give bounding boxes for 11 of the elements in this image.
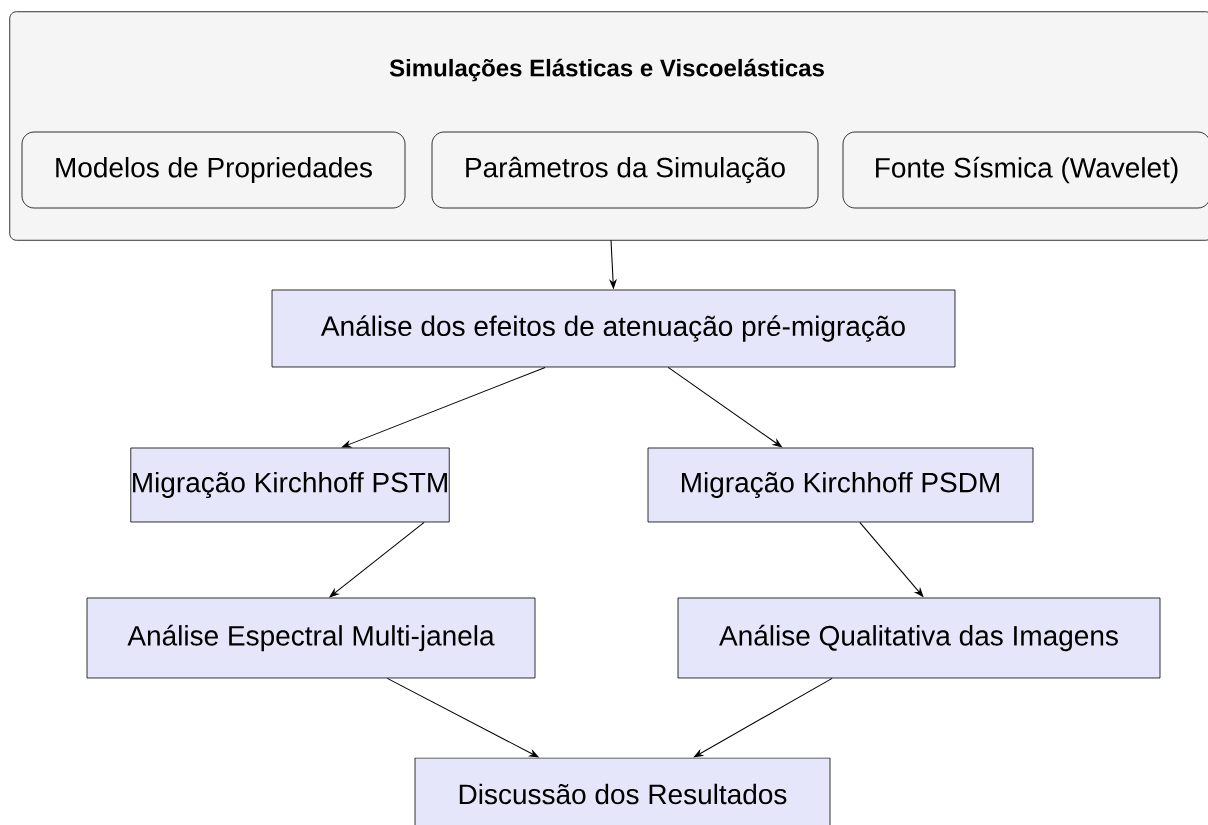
process-box: Migração Kirchhoff PSTM — [130, 447, 450, 523]
arrow — [693, 677, 833, 758]
arrow — [341, 366, 546, 448]
process-box: Análise dos efeitos de atenuação pré-migração — [271, 289, 956, 368]
process-box: Análise Espectral Multi-janela — [86, 597, 536, 679]
process-box: Discussão dos Resultados — [414, 757, 831, 825]
rounded-box: Modelos de Propriedades — [21, 131, 406, 209]
rounded-box: Parâmetros da Simulação — [431, 131, 819, 209]
rounded-box: Fonte Sísmica (Wavelet) — [842, 131, 1208, 209]
process-box: Migração Kirchhoff PSDM — [647, 447, 1034, 523]
process-box: Análise Qualitativa das Imagens — [677, 597, 1161, 679]
